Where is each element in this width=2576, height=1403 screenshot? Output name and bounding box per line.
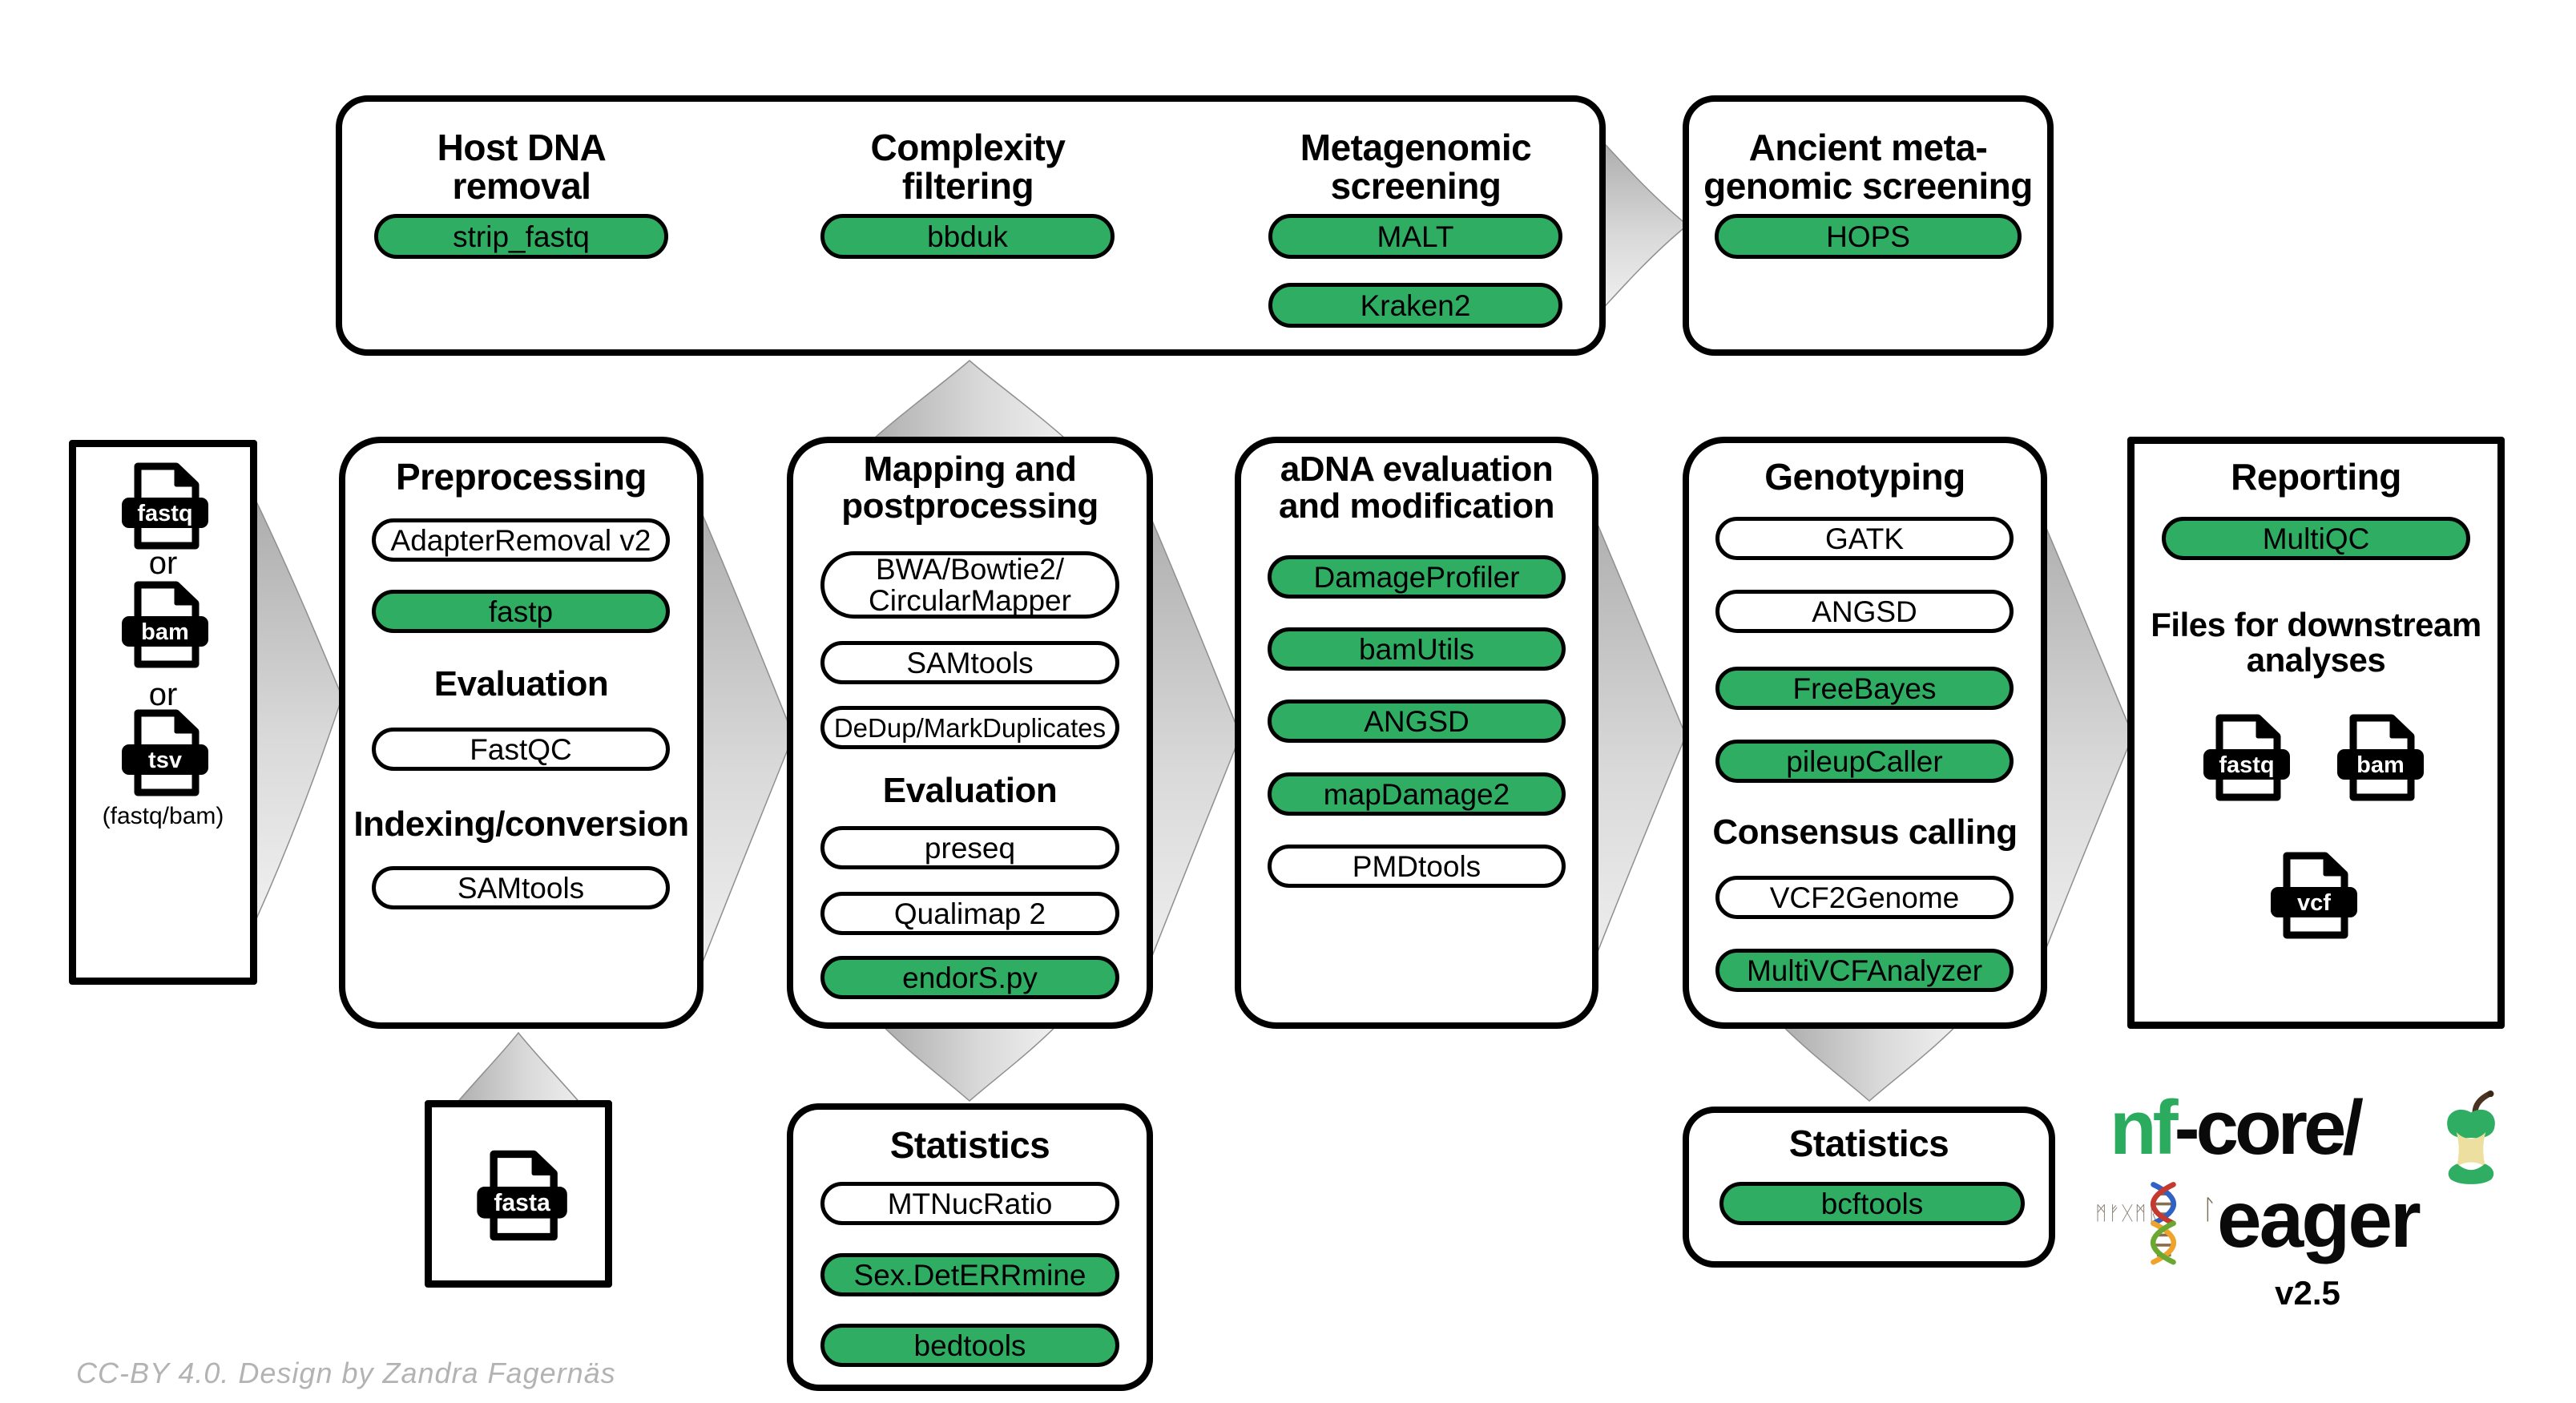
fasta-file-icon: fasta — [477, 1150, 567, 1241]
tool-pill-hops: HOPS — [1715, 214, 2022, 259]
input-files-box: fastq or bam or tsv (fastq/bam) — [69, 440, 257, 985]
arrow-genotyping-to-statistics — [1765, 1009, 1973, 1103]
fastq-output-file-icon: fastq — [2203, 714, 2290, 801]
complexity-filtering-title: Complexity filtering — [870, 127, 1066, 207]
mapping-title: Mapping and postprocessing — [841, 450, 1099, 526]
tool-pill-bcftools: bcftools — [1719, 1182, 2025, 1225]
arrow-fasta-to-preprocessing — [439, 1031, 598, 1123]
license-credit-text: CC-BY 4.0. Design by Zandra Fagernäs — [76, 1357, 616, 1389]
genotyping-title: Genotyping — [1764, 456, 1965, 498]
bam-file-icon: bam — [122, 581, 208, 668]
tool-pill-kraken2: Kraken2 — [1268, 283, 1562, 328]
statistics-genotyping-box: Statistics bcftools — [1683, 1107, 2055, 1268]
fastq-file-label: fastq — [137, 501, 192, 526]
tool-pill-bedtools: bedtools — [820, 1324, 1119, 1367]
tool-pill-fastqc: FastQC — [372, 728, 670, 771]
tsv-file-label: tsv — [148, 748, 182, 773]
fasta-file-label: fasta — [494, 1190, 550, 1216]
tool-pill-multiqc: MultiQC — [2162, 517, 2470, 560]
tool-pill-malt: MALT — [1268, 214, 1562, 259]
tool-pill-damageprofiler: DamageProfiler — [1268, 555, 1566, 599]
tool-pill-bamutils: bamUtils — [1268, 627, 1566, 671]
tool-pill-vcf2genome: VCF2Genome — [1715, 876, 2014, 919]
indexing-conversion-heading: Indexing/conversion — [353, 804, 689, 844]
fastq-file-icon: fastq — [122, 462, 208, 550]
tool-pill-pmdtools: PMDtools — [1268, 845, 1566, 888]
genotyping-box: Genotyping GATK ANGSD FreeBayes pileupCa… — [1683, 437, 2047, 1029]
tool-pill-angsd-genotyping: ANGSD — [1715, 590, 2014, 633]
tool-pill-aligners: BWA/Bowtie2/ CircularMapper — [820, 551, 1119, 619]
or-separator: or — [148, 546, 178, 581]
tool-pill-fastp: fastp — [372, 590, 670, 633]
version-label: v2.5 — [2275, 1274, 2340, 1312]
bam-file-label: bam — [141, 619, 189, 645]
statistics-mapping-box: Statistics MTNucRatio Sex.DetERRmine bed… — [787, 1103, 1153, 1391]
tool-pill-freebayes: FreeBayes — [1715, 667, 2014, 710]
core-text: -core/ — [2174, 1085, 2364, 1171]
tool-pill-angsd-adna: ANGSD — [1268, 699, 1566, 743]
adna-title: aDNA evaluation and modification — [1279, 450, 1555, 526]
metagenomic-screening-title: Metagenomic screening — [1300, 127, 1532, 207]
nf-core-eager-logo: nf-core/ ᛗᚠᚷᛗᚱ ᛚ eager v2.5 — [2095, 1088, 2548, 1328]
dna-helix-icon — [2150, 1182, 2177, 1265]
apple-core-icon — [2447, 1091, 2495, 1184]
fastq-output-label: fastq — [2219, 752, 2274, 778]
statistics-title: Statistics — [1788, 1123, 1949, 1164]
runic-text: ᛗᚠᚷᛗᚱ — [2095, 1202, 2161, 1224]
rune-l-glyph: ᛚ — [2201, 1194, 2218, 1226]
host-dna-removal-title: Host DNA removal — [437, 127, 607, 207]
nf-text: nf — [2110, 1085, 2179, 1171]
tool-pill-gatk: GATK — [1715, 517, 2014, 560]
screening-box: Host DNA removal strip_fastq Complexity … — [336, 95, 1606, 356]
ancient-metagenomic-box: Ancient meta- genomic screening HOPS — [1683, 95, 2054, 356]
tool-pill-samtools-mapping: SAMtools — [820, 641, 1119, 684]
consensus-calling-heading: Consensus calling — [1712, 812, 2018, 852]
statistics-title: Statistics — [889, 1124, 1050, 1166]
fasta-reference-box: fasta — [425, 1100, 612, 1288]
bam-output-file-icon: bam — [2337, 714, 2424, 801]
nf-core-wordmark: nf-core/ — [2110, 1085, 2364, 1171]
tool-pill-strip-fastq: strip_fastq — [374, 214, 668, 259]
ancient-metagenomic-title: Ancient meta- genomic screening — [1703, 127, 2033, 207]
eager-wordmark: eager — [2217, 1175, 2421, 1264]
preprocessing-box: Preprocessing AdapterRemoval v2 fastp Ev… — [339, 437, 703, 1029]
tool-pill-bbduk: bbduk — [820, 214, 1115, 259]
tool-pill-preseq: preseq — [820, 826, 1119, 869]
downstream-files-heading: Files for downstream analyses — [2151, 606, 2481, 679]
adna-evaluation-box: aDNA evaluation and modification DamageP… — [1235, 437, 1598, 1029]
tool-pill-mtnucratio: MTNucRatio — [820, 1182, 1119, 1225]
tool-pill-dedup-markduplicates: DeDup/MarkDuplicates — [820, 706, 1119, 749]
tool-pill-sexdeterrmine: Sex.DetERRmine — [820, 1253, 1119, 1296]
arrow-mapping-to-topbox — [848, 360, 1091, 462]
or-separator: or — [148, 677, 178, 712]
preprocessing-title: Preprocessing — [395, 456, 647, 498]
vcf-output-label: vcf — [2297, 890, 2331, 916]
tool-pill-samtools-preprocessing: SAMtools — [372, 866, 670, 909]
evaluation-heading: Evaluation — [433, 664, 609, 704]
tool-pill-multivcfanalyzer: MultiVCFAnalyzer — [1715, 949, 2014, 992]
tool-pill-qualimap2: Qualimap 2 — [820, 892, 1119, 935]
tool-pill-mapdamage2: mapDamage2 — [1268, 772, 1566, 816]
bam-output-label: bam — [2356, 752, 2405, 778]
arrow-mapping-to-statistics — [865, 1009, 1074, 1103]
tool-pill-adapterremoval: AdapterRemoval v2 — [372, 518, 670, 562]
vcf-output-file-icon: vcf — [2271, 852, 2357, 939]
mapping-box: Mapping and postprocessing BWA/Bowtie2/ … — [787, 437, 1153, 1029]
tsv-file-icon: tsv — [122, 709, 208, 796]
tsv-content-note: (fastq/bam) — [102, 803, 224, 829]
reporting-box: Reporting MultiQC Files for downstream a… — [2127, 437, 2505, 1029]
reporting-title: Reporting — [2231, 456, 2401, 498]
tool-pill-endors: endorS.py — [820, 956, 1119, 999]
evaluation-heading: Evaluation — [882, 771, 1058, 810]
tool-pill-pileupcaller: pileupCaller — [1715, 740, 2014, 783]
